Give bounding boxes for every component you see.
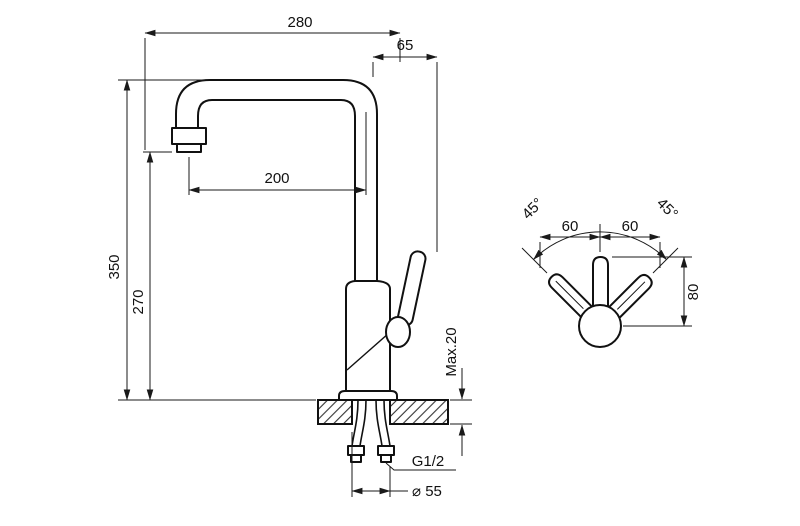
spout <box>171 79 378 291</box>
supply-hoses <box>347 399 395 463</box>
hose-thread-right <box>380 454 392 463</box>
hose-thread-left <box>350 454 362 463</box>
countertop-left <box>317 399 353 425</box>
dimension-270: 270 <box>130 151 172 401</box>
spout-outer-edge <box>175 79 378 291</box>
base-diameter-label: ⌀ 55 <box>412 483 442 500</box>
dimension-60-60: 60 60 <box>539 218 661 268</box>
handle-lever-center <box>592 256 609 312</box>
dimension-200: 200 <box>188 112 367 195</box>
dimension-80: 80 <box>612 256 702 327</box>
dimension-350: 350 <box>106 79 316 401</box>
total-height-label: 350 <box>106 254 123 279</box>
handle-joint <box>385 316 411 348</box>
dimension-max20: Max.20 <box>443 327 472 456</box>
faucet-front-view: 280 65 200 350 270 <box>106 14 472 500</box>
handle-angle-left-label: 45° <box>519 195 547 223</box>
handle-length-label: 80 <box>685 284 702 301</box>
faucet-body <box>345 280 391 392</box>
handle-lever-left <box>548 273 597 322</box>
body-crease-line <box>346 332 390 371</box>
faucet-top-view: 45° 45° 60 60 80 <box>519 195 702 348</box>
hose-connector-right <box>377 445 395 456</box>
spout-inner-edge <box>197 99 356 291</box>
hose-connector-left <box>347 445 365 456</box>
dimension-thread: G1/2 <box>385 453 456 471</box>
max-thickness-label: Max.20 <box>443 327 460 376</box>
lever-handle <box>396 250 427 327</box>
supply-hose-left <box>359 399 367 447</box>
thread-size-label: G1/2 <box>412 453 445 470</box>
supply-hose-left <box>351 399 359 447</box>
spout-outlet <box>171 127 207 145</box>
dim-280-label: 280 <box>287 14 312 31</box>
spout-height-label: 270 <box>130 289 147 314</box>
dim-65-label: 65 <box>397 37 414 54</box>
spout-aerator <box>176 143 202 153</box>
faucet-base <box>338 390 398 401</box>
dimension-280: 280 <box>144 14 401 150</box>
handle-offset-right-label: 60 <box>622 218 639 235</box>
handle-offset-left-label: 60 <box>562 218 579 235</box>
supply-hose-right <box>383 399 391 447</box>
dimension-diameter-55: ⌀ 55 <box>351 432 442 500</box>
countertop-right <box>389 399 449 425</box>
spout-reach-label: 200 <box>264 170 289 187</box>
handle-angle-right-label: 45° <box>653 195 681 223</box>
countertop <box>317 399 449 425</box>
dimension-65: 65 <box>372 37 438 252</box>
handle-lever-right <box>604 274 653 323</box>
supply-hose-right <box>375 399 383 447</box>
handle-ball <box>578 304 622 348</box>
